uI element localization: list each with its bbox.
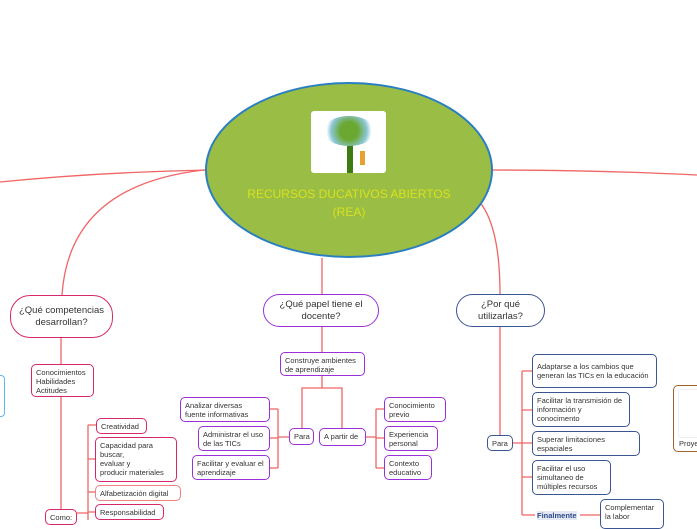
- facilitar-evaluar-node[interactable]: Facilitar y evaluar el aprendizaje: [192, 455, 270, 480]
- administrar-node[interactable]: Administrar el uso de las TICs: [198, 426, 270, 451]
- experiencia-node[interactable]: Experiencia personal: [384, 426, 438, 451]
- central-topic[interactable]: RECURSOS DUCATIVOS ABIERTOS (REA): [205, 82, 493, 258]
- competencias-list[interactable]: Conocimientos Habilidades Actitudes: [31, 364, 94, 397]
- porque-para-node[interactable]: Para: [487, 435, 513, 451]
- contexto-node[interactable]: Contexto educativo: [384, 455, 432, 480]
- analizar-node[interactable]: Analizar diversas fuente informativas: [180, 397, 270, 422]
- creatividad-node[interactable]: Creatividad: [96, 418, 147, 434]
- tree-illustration: [311, 111, 386, 173]
- transmision-node[interactable]: Facilitar la transmisión de información …: [532, 392, 630, 427]
- responsabilidad-node[interactable]: Responsabilidad: [95, 504, 164, 520]
- conocimiento-previo-node[interactable]: Conocimiento previo: [384, 397, 446, 422]
- central-title: RECURSOS DUCATIVOS ABIERTOS (REA): [247, 187, 451, 219]
- docente-node[interactable]: ¿Qué papel tiene el docente?: [263, 294, 379, 327]
- superar-node[interactable]: Superar limitaciones espaciales: [532, 431, 640, 456]
- left-partial-node[interactable]: [0, 375, 5, 417]
- right-partial-node[interactable]: Proye: [673, 385, 697, 452]
- adaptarse-node[interactable]: Adaptarse a los cambios que generan las …: [532, 354, 657, 388]
- right-partial-image: [678, 389, 697, 438]
- porque-node[interactable]: ¿Por qué utilizarlas?: [456, 294, 545, 327]
- para-node[interactable]: Para: [289, 428, 314, 445]
- finalmente-label[interactable]: Finalmente: [537, 511, 577, 520]
- como-node[interactable]: Como:: [45, 509, 77, 525]
- facilitar-uso-node[interactable]: Facilitar el uso simultaneo de múltiples…: [532, 460, 611, 495]
- competencias-node[interactable]: ¿Qué competencias desarrollan?: [10, 295, 113, 338]
- capacidad-node[interactable]: Capacidad para buscar, evaluar y produci…: [95, 437, 177, 482]
- construye-node[interactable]: Construye ambientes de aprendizaje: [280, 352, 365, 376]
- alfabetizacion-node[interactable]: Alfabetización digital: [95, 485, 181, 501]
- right-partial-label: Proye: [679, 439, 697, 448]
- complementar-node[interactable]: Complementar la labor: [600, 499, 664, 529]
- apartir-node[interactable]: A partir de: [319, 428, 366, 446]
